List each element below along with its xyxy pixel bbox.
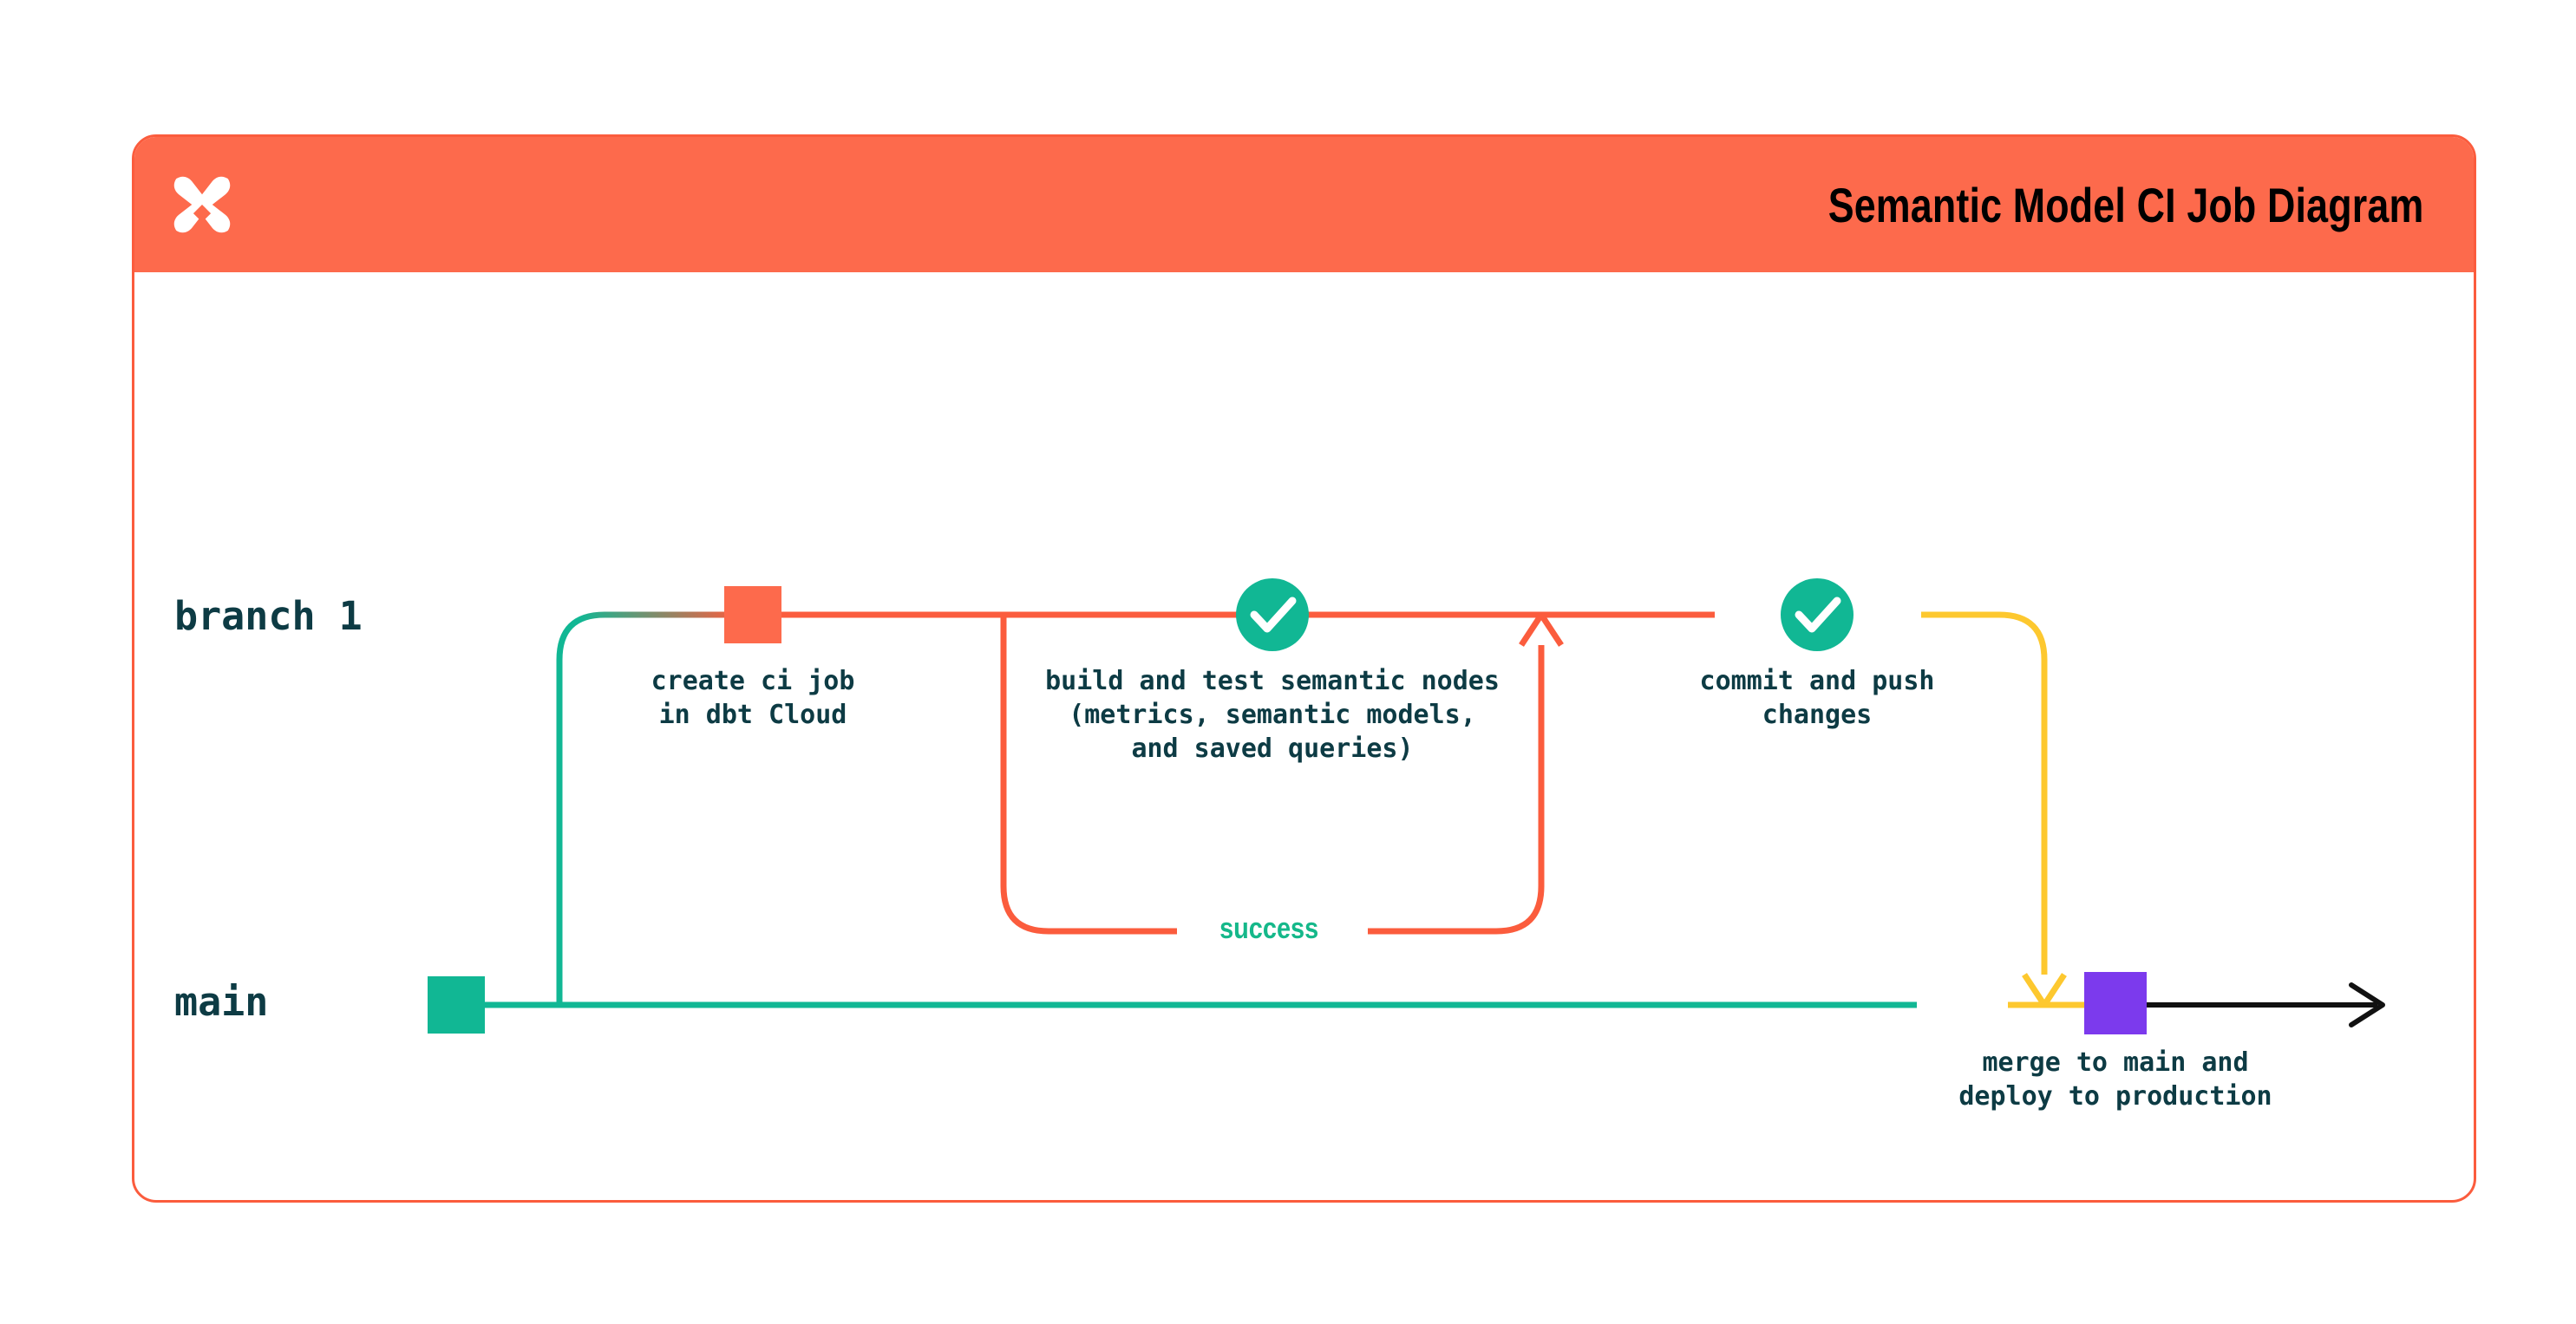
branch-label-branch-1: branch 1 — [174, 593, 363, 639]
diagram-svg — [428, 578, 2385, 1034]
node-label-create-ci-job: create ci job in dbt Cloud — [651, 666, 855, 730]
card-body: branch 1 main create ci job in dbt Cloud… — [134, 272, 2474, 1200]
loop-label-success: success — [1209, 912, 1330, 946]
ci-job-diagram: branch 1 main create ci job in dbt Cloud… — [134, 272, 2474, 1200]
page-title: Semantic Model CI Job Diagram — [1827, 177, 2423, 232]
node-merge-to-main — [2084, 972, 2147, 1034]
check-circle-commit-push — [1781, 578, 1854, 651]
check-circle-build-test — [1236, 578, 1309, 651]
dbt-logo-icon — [166, 168, 239, 241]
card-header: Semantic Model CI Job Diagram — [134, 137, 2474, 272]
diagram-card: Semantic Model CI Job Diagram — [132, 134, 2476, 1203]
build-test-loop — [1000, 613, 1564, 935]
node-label-commit-and-push: commit and push changes — [1699, 666, 1935, 730]
branch-label-main: main — [174, 979, 269, 1025]
node-label-build-and-test: build and test semantic nodes (metrics, … — [1045, 666, 1500, 764]
node-main-start — [428, 976, 485, 1034]
main-continue-arrow — [2147, 982, 2385, 1027]
node-label-merge-to-main: merge to main and deploy to production — [1958, 1047, 2272, 1112]
node-create-ci-job — [724, 586, 781, 643]
merge-to-main-line — [1921, 611, 2067, 1007]
